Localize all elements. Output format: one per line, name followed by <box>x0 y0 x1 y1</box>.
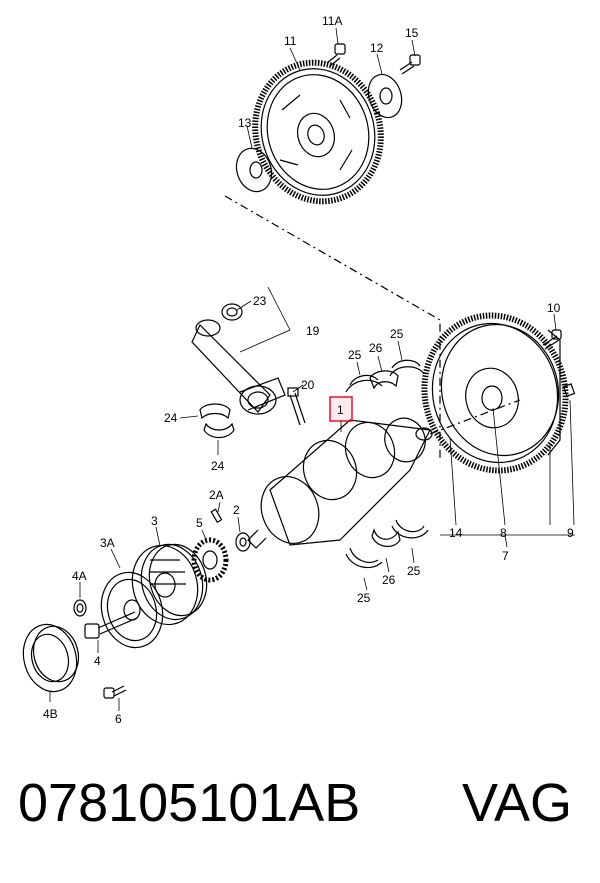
callout-9: 9 <box>567 526 574 540</box>
flexplate-bolt <box>326 43 346 67</box>
leader-lines <box>49 27 575 711</box>
callout-24-lower: 24 <box>211 459 225 473</box>
flywheel-bolt <box>542 329 562 350</box>
vibration-damper-pulley <box>131 543 208 626</box>
callout-24-upper: 24 <box>164 411 178 425</box>
timing-gear <box>191 537 229 583</box>
flywheel <box>421 312 569 474</box>
callout-2: 2 <box>233 503 240 517</box>
callout-3a: 3A <box>100 536 115 550</box>
main-bearing-shell-lower <box>371 528 401 547</box>
callout-11: 11 <box>284 34 297 48</box>
crankshaft-oil-seal-ring <box>235 532 251 552</box>
connecting-rod <box>191 319 286 415</box>
highlight-box <box>329 396 353 422</box>
callout-10: 10 <box>547 301 561 315</box>
callout-3: 3 <box>151 514 158 528</box>
callout-12: 12 <box>370 41 384 55</box>
exploded-parts-diagram: 11 11A 12 15 13 23 19 20 1 25 26 25 10 2… <box>22 14 576 726</box>
callout-19: 19 <box>306 324 320 338</box>
callout-25-upper-right: 25 <box>390 327 404 341</box>
brand-name: VAG <box>462 773 573 833</box>
con-rod-bolt <box>287 387 306 426</box>
small-end-bush <box>221 303 243 321</box>
callout-4: 4 <box>94 654 101 668</box>
callout-25-lower-right: 25 <box>407 564 421 578</box>
callout-4b: 4B <box>43 707 58 721</box>
callout-2a: 2A <box>209 488 224 502</box>
callout-14: 14 <box>449 526 463 540</box>
thrust-washer-lower-right <box>391 519 429 539</box>
central-bolt <box>84 611 138 639</box>
callout-8: 8 <box>500 526 507 540</box>
callout-7: 7 <box>502 549 509 563</box>
dowel-pin <box>562 383 576 397</box>
callout-labels: 11 11A 12 15 13 23 19 20 1 25 26 25 10 2… <box>43 14 574 726</box>
callout-11a: 11A <box>322 14 342 28</box>
callout-26-upper: 26 <box>369 341 383 355</box>
callout-25-upper-left: 25 <box>348 348 362 362</box>
callout-25-lower-left: 25 <box>357 591 371 605</box>
flexplate-spacer-plate <box>235 147 273 193</box>
callout-23: 23 <box>253 294 267 308</box>
flexplate-bolt-long <box>399 54 421 75</box>
con-rod-bearing-shells <box>199 403 235 439</box>
flexplate-reinforcement-plate <box>367 73 403 119</box>
callout-20: 20 <box>301 378 315 392</box>
callout-26-lower: 26 <box>382 573 396 587</box>
thrust-washer-upper-left <box>345 374 383 393</box>
part-number: 078105101AB <box>18 773 361 833</box>
key <box>210 508 223 524</box>
pulley-cover <box>22 623 80 693</box>
crankshaft <box>247 399 521 549</box>
callout-15: 15 <box>405 26 419 40</box>
callout-13: 13 <box>238 116 252 130</box>
callout-5: 5 <box>196 516 203 530</box>
pulley-bolt <box>103 685 127 699</box>
thrust-washer-upper-right <box>389 359 425 377</box>
callout-6: 6 <box>115 712 122 726</box>
main-bearing-shell-upper <box>369 370 399 390</box>
callout-4a: 4A <box>72 569 87 583</box>
washer <box>73 599 87 617</box>
thrust-washer-lower-left <box>345 547 383 569</box>
callout-1: 1 <box>337 403 344 417</box>
flexplate-ring-gear <box>252 59 384 205</box>
